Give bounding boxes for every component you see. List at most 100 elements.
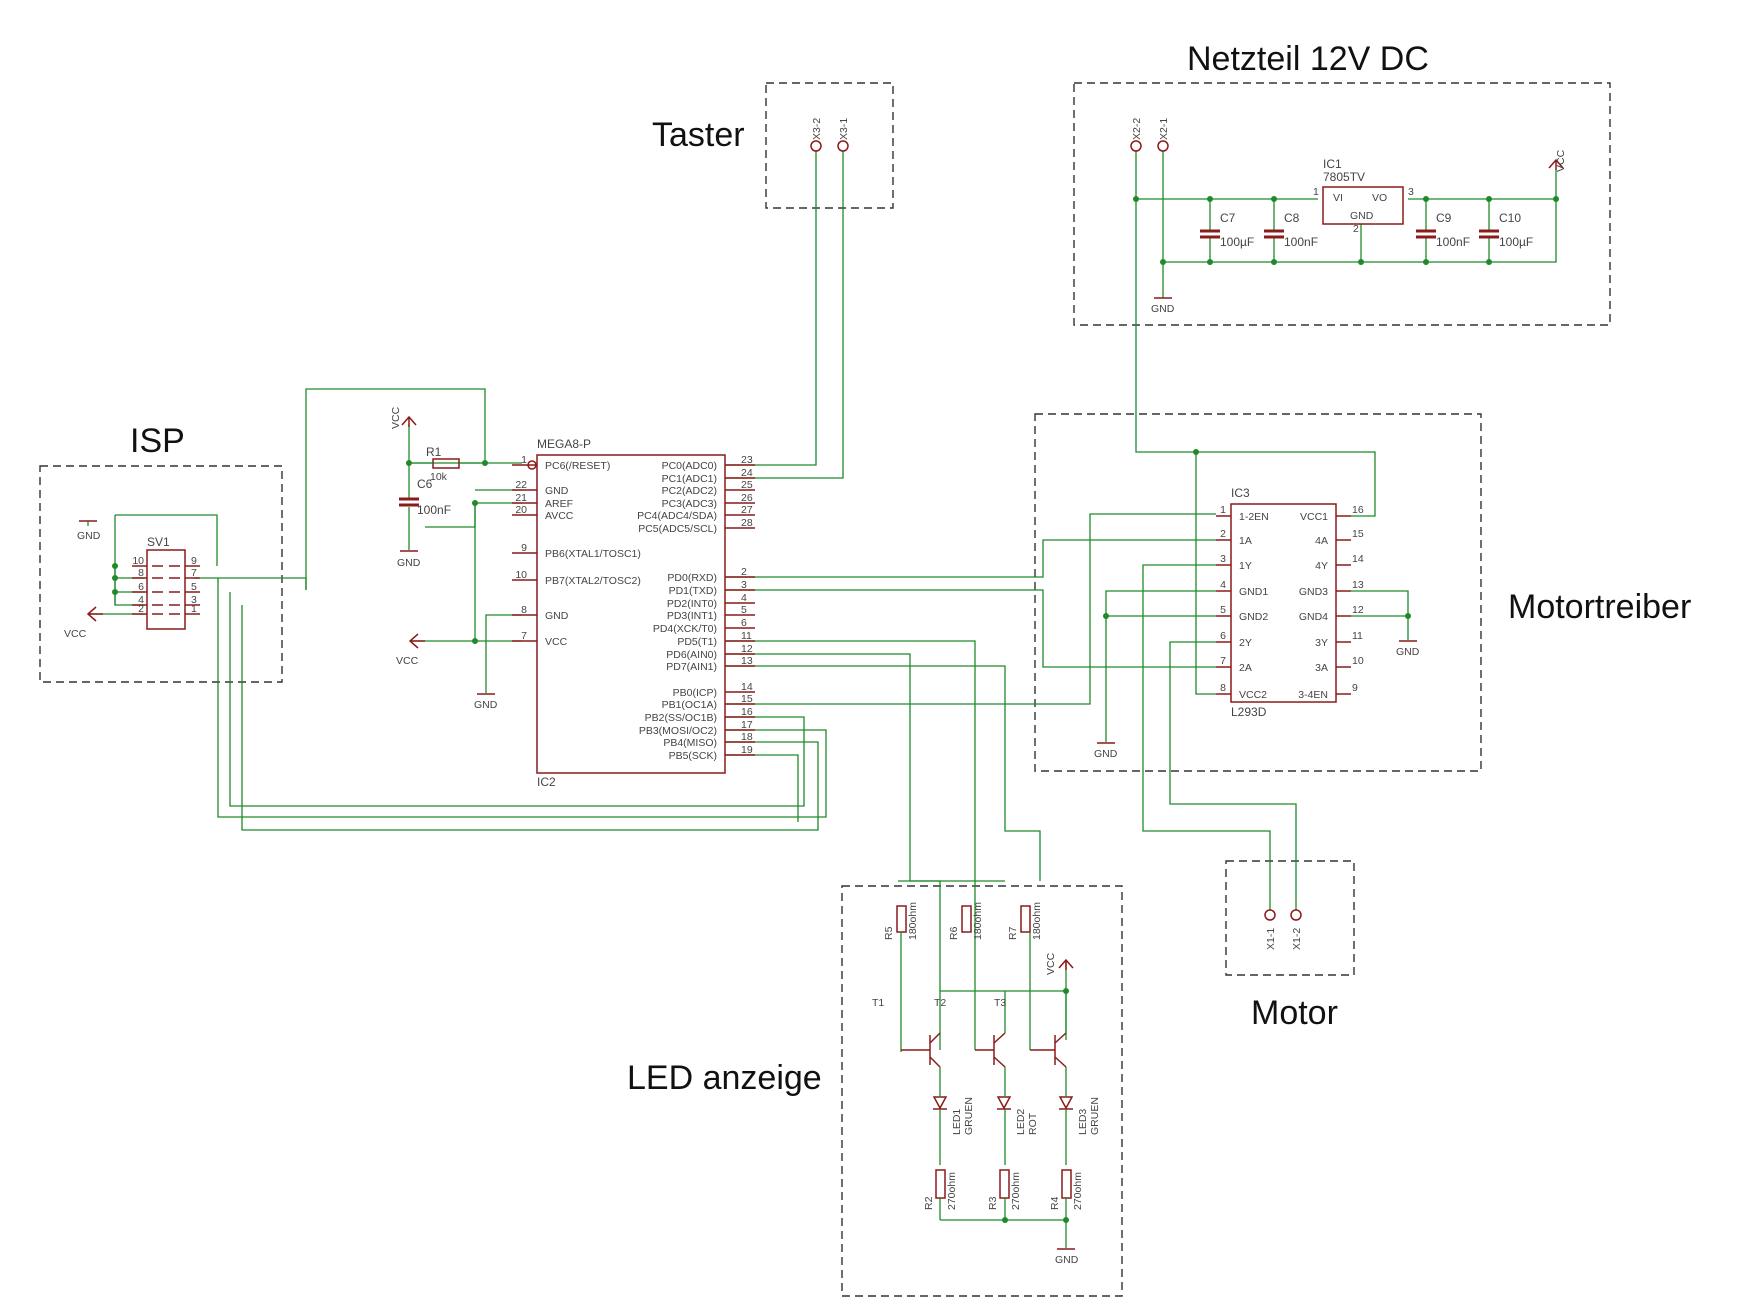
ic2-pin-number: 24 [741,467,753,479]
ic2-pin-number: 18 [741,731,753,743]
gnd-ic2: GND [474,699,498,711]
ic2-pin-number: 2 [741,566,747,578]
ic3-pin-label: 1-2EN [1239,511,1269,523]
r3-value: 270ohm [1010,1172,1022,1210]
isp-frame [39,465,283,683]
ic1-pin2: 2 [1353,223,1359,235]
c9-symbol [1414,229,1438,239]
ic3-pin-number: 4 [1220,579,1226,591]
ic2-pin-label: VCC [545,636,568,648]
taster-frame [765,82,894,209]
x2-2-label: X2-2 [1131,118,1143,140]
ic2-pin-number: 3 [741,579,747,591]
ic2-pin-label: AREF [545,498,573,510]
ic2-pin-number: 7 [521,630,527,642]
ic2-pin-number: 23 [741,454,753,466]
ic2-pin-number: 5 [741,604,747,616]
x2-1-label: X2-1 [1158,118,1170,140]
c10-label: C10 [1499,211,1521,225]
gnd-c6: GND [397,557,421,569]
sv1-body [146,549,186,630]
ic3-pin-number: 7 [1220,655,1226,667]
c7-label: C7 [1220,211,1236,225]
ic2-pin-number: 9 [521,542,527,554]
ic2-pin-number: 8 [521,604,527,616]
ic2-pin-label: AVCC [545,510,574,522]
led1-color: GRUEN [963,1097,975,1135]
motor-frame [1225,860,1355,976]
taster-connectors: X3-2 X3-1 [810,118,850,152]
ic3-pin-number: 3 [1220,553,1226,565]
ic2-pin-label: PC1(ADC1) [662,473,717,485]
ic2-pin-number: 11 [741,630,752,642]
ic3-body [1230,503,1337,703]
ic2-pin-number: 16 [741,706,753,718]
ic2-pin-label: PB5(SCK) [669,750,717,762]
c8-symbol [1262,229,1286,239]
netzteil-parts: X2-2 X2-1 IC1 7805TV VI VO GND 1 3 2 C7 … [1130,118,1567,315]
ic2-type: MEGA8-P [537,437,591,451]
ic2-pin-label: PC5(ADC5/SCL) [638,523,717,535]
ic2-pin-label: GND [545,610,569,622]
ic2-pin-number: 22 [515,479,527,491]
gnd-led: GND [1055,1254,1079,1266]
vcc-reset: VCC [390,406,402,429]
c6-label: C6 [417,477,433,491]
ic2-pin-label: PD2(INT0) [667,598,717,610]
r4-label: R4 [1049,1196,1061,1210]
led2-color: ROT [1027,1112,1039,1135]
ic2-pin-label: PC2(ADC2) [662,485,717,497]
ic2-pin-label: PC6(/RESET) [545,460,610,472]
ic3-pin-label: 2Y [1239,637,1252,649]
gnd-ic3-right: GND [1396,646,1420,658]
ic2-pin-label: PB0(ICP) [673,687,717,699]
vcc-led: VCC [1045,952,1057,975]
ic1-name: IC1 [1323,157,1342,171]
ic2-pin-number: 25 [741,479,753,491]
ic3-pin-number: 6 [1220,630,1226,642]
c9-value: 100nF [1436,235,1470,249]
r1-label: R1 [426,445,442,459]
ic2-pin-number: 21 [515,492,527,504]
sv1-pin-number: 5 [191,581,197,593]
sv1-pin-number: 4 [138,594,144,606]
t2-label: T2 [934,997,946,1009]
t3-label: T3 [994,997,1006,1009]
ic2-pin-label: PB7(XTAL2/TOSC2) [545,575,641,587]
ic1-vo: VO [1372,192,1387,204]
ic3-pin-number: 12 [1352,604,1364,616]
x1-1-label: X1-1 [1265,928,1277,950]
ic2-pin-label: PB4(MISO) [663,737,717,749]
c7-symbol [1198,229,1222,239]
r6-value: 180ohm [972,902,984,940]
led-section: R5 180ohm R6 180ohm R7 180ohm VCC T1 T2 … [872,902,1101,1266]
netzteil-title: Netzteil 12V DC [1187,40,1429,78]
ic2-pin-label: PB6(XTAL1/TOSC1) [545,548,641,560]
ic2-pin-number: 20 [515,504,527,516]
r2-value: 270ohm [946,1172,958,1210]
r2-label: R2 [923,1196,935,1210]
ic1-body [1322,186,1404,225]
reset-circuit: VCC R1 10k C6 100nF GND VCC GND [390,406,498,711]
ic2-pin-label: PD4(XCK/T0) [653,623,717,635]
ic3-pin-number: 16 [1352,504,1364,516]
gnd-isp: GND [77,530,101,542]
ic2-pin-label: PD3(INT1) [667,610,717,622]
ic3-l293d: IC3 L293D 1-2EN11A21Y3GND14GND252Y62A7VC… [1094,486,1420,760]
ic3-pin-number: 15 [1352,528,1364,540]
ic3-pin-label: VCC2 [1239,689,1267,701]
ic3-type: L293D [1231,705,1267,719]
r5-value: 180ohm [907,902,919,940]
ic3-pin-number: 14 [1352,553,1364,565]
isp-title: ISP [130,422,185,460]
ic2-pin-number: 15 [741,693,753,705]
ic2-mega8: MEGA8-P IC2 PC6(/RESET)1GND22AREF21AVCC2… [512,437,755,789]
sv1-pin-number: 2 [138,603,144,615]
ic3-pin-number: 8 [1220,682,1226,694]
led2-label: LED2 [1015,1109,1027,1135]
sv1-pin-number: 8 [138,567,144,579]
r7-value: 180ohm [1031,902,1043,940]
r6-label: R6 [948,926,960,940]
